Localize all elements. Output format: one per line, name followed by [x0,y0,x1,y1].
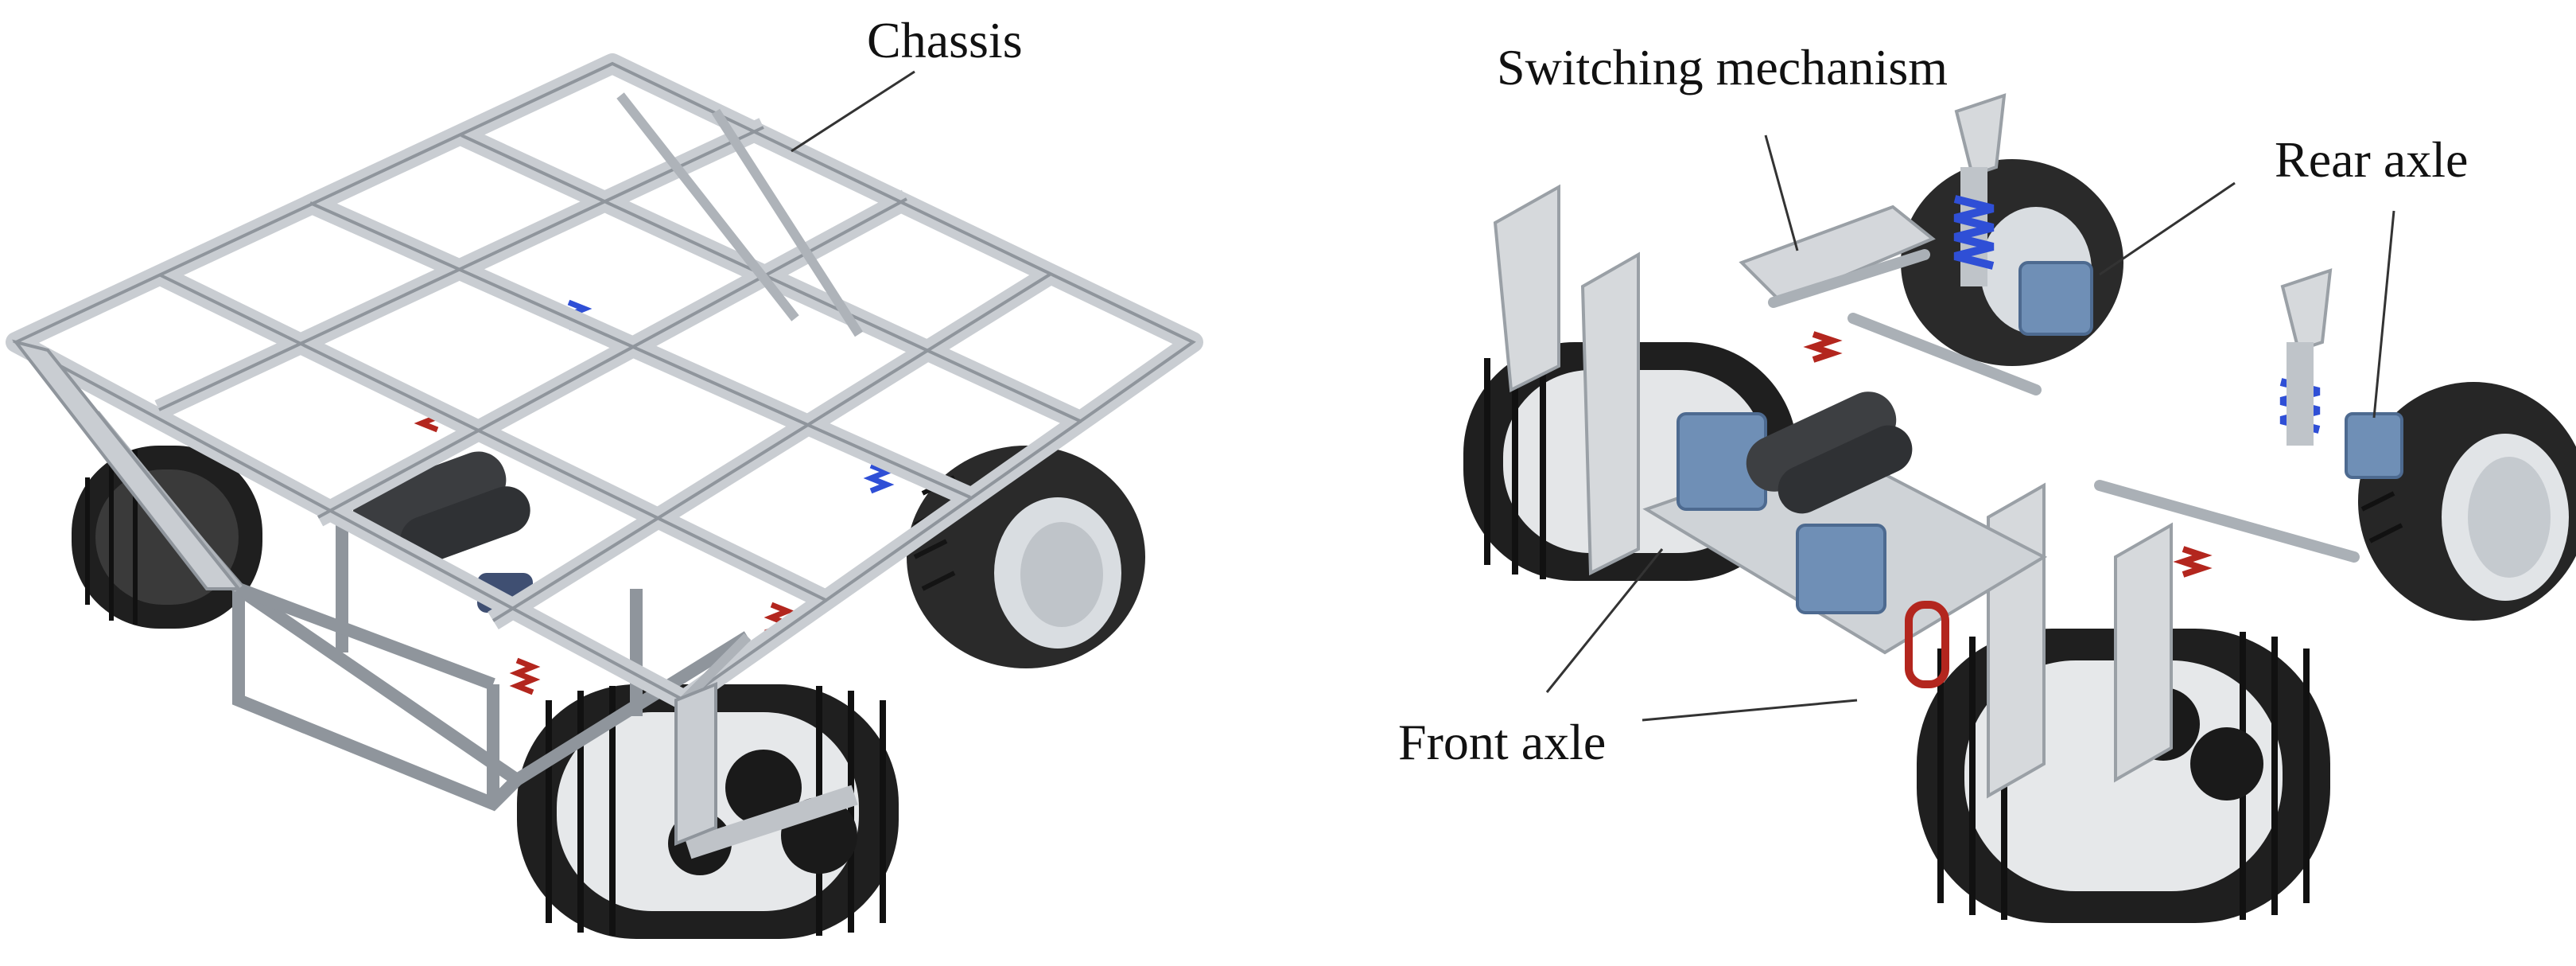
leader-lines [791,70,2395,722]
front-axle-leader-2 [1642,699,1858,722]
left-rear-wheel [907,446,1145,668]
rear-wheel-upper [1901,159,2123,366]
label-rear-axle: Rear axle [2275,131,2468,188]
vehicle-drivetrain-illustration [1463,93,2576,923]
shafts [1768,249,2360,563]
label-switching-mechanism: Switching mechanism [1497,39,1948,95]
rear-axle-leader-2 [2372,210,2395,419]
labels: Chassis Switching mechanism Rear axle Fr… [867,12,2468,770]
vehicle-chassis-illustration [6,53,1203,939]
label-chassis: Chassis [867,12,1023,68]
motors [1677,261,2403,614]
shock-absorbers [1803,167,2321,688]
switching-mechanism-leader [1764,134,1799,251]
chassis-leader [791,70,915,153]
label-front-axle: Front axle [1398,714,1606,770]
top-platform-frame [6,53,1203,846]
rear-wheel-right [2358,382,2576,621]
front-axle-leader-1 [1545,548,1664,693]
rear-axle-leader-1 [2099,181,2236,276]
